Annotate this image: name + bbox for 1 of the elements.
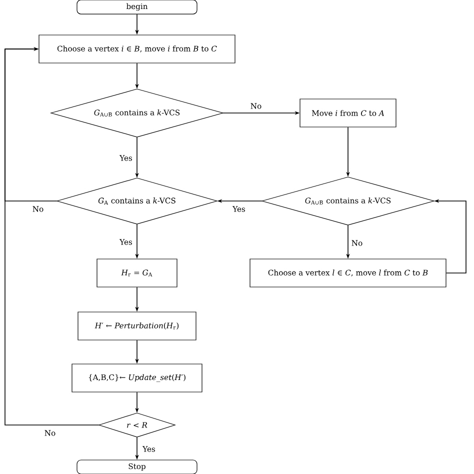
arrow: [4, 47, 100, 426]
